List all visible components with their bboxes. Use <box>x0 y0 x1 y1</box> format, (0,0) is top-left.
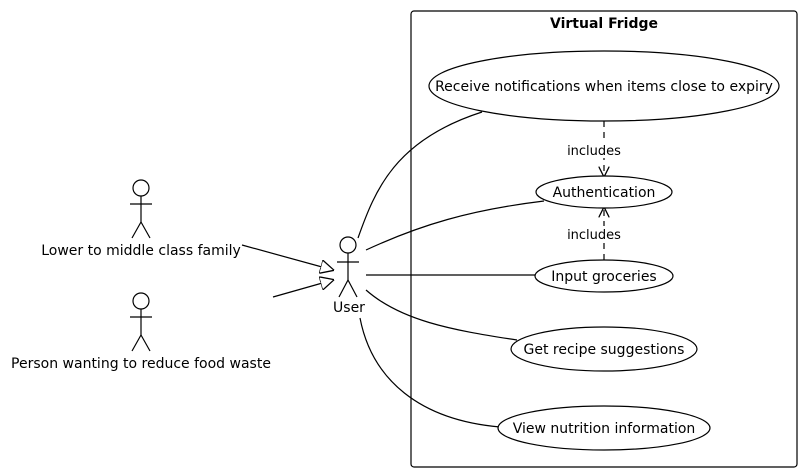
assoc-user-nutrition <box>359 317 501 428</box>
actor-waste: Person wanting to reduce food waste <box>11 292 271 372</box>
use-case-notifications-label: Receive notifications when items close t… <box>435 79 773 95</box>
include-label-2: includes <box>567 228 621 243</box>
include-label-1: includes <box>567 144 621 159</box>
assoc-user-authentication <box>365 200 545 251</box>
system-title: Virtual Fridge <box>550 16 658 32</box>
use-case-nutrition: View nutrition information <box>497 405 711 451</box>
use-case-authentication: Authentication <box>535 175 673 209</box>
generalization-family <box>241 244 333 270</box>
system-boundary <box>410 10 798 468</box>
use-case-notifications: Receive notifications when items close t… <box>428 50 780 122</box>
use-case-input-groceries-label: Input groceries <box>551 269 656 285</box>
actor-user: User <box>333 236 365 316</box>
use-case-recipe-suggestions: Get recipe suggestions <box>510 326 698 372</box>
use-case-recipe-suggestions-label: Get recipe suggestions <box>524 342 685 358</box>
actor-user-label: User <box>333 300 365 316</box>
actor-user-figure <box>337 236 359 298</box>
actor-family: Lower to middle class family <box>41 179 241 259</box>
use-case-authentication-label: Authentication <box>553 185 656 201</box>
assoc-user-notifications <box>357 111 483 239</box>
generalization-waste <box>272 280 333 298</box>
actor-waste-figure <box>130 292 152 352</box>
actor-waste-label: Person wanting to reduce food waste <box>11 356 271 372</box>
assoc-user-recipe <box>365 289 518 341</box>
actor-family-figure <box>130 179 152 239</box>
use-case-input-groceries: Input groceries <box>534 259 674 293</box>
use-case-nutrition-label: View nutrition information <box>513 421 696 437</box>
actor-family-label: Lower to middle class family <box>41 243 241 259</box>
